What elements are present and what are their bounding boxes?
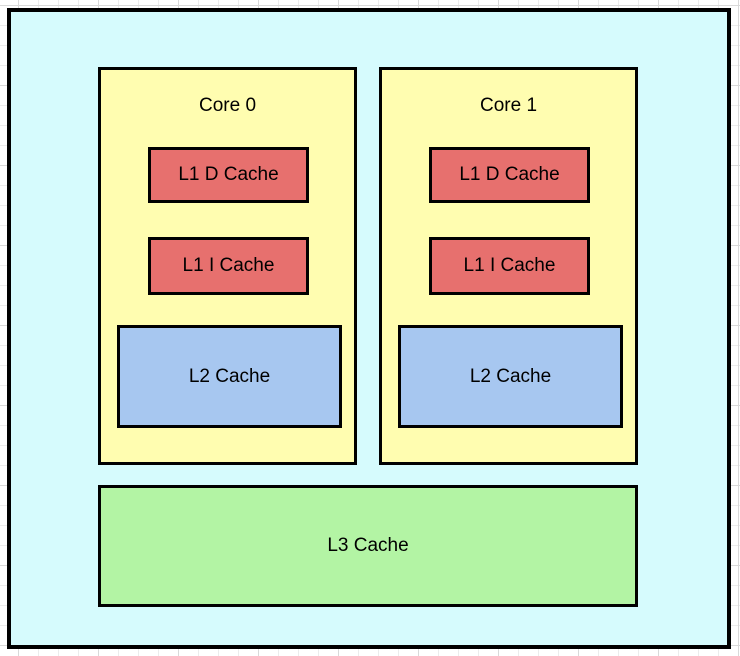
core-1-l1i-cache-label: L1 I Cache <box>463 255 556 276</box>
core-0-l2-cache-label: L2 Cache <box>188 365 271 387</box>
core-1-l2-cache-box[interactable]: L2 Cache <box>398 325 623 428</box>
core-1-l2-cache-label: L2 Cache <box>469 365 552 387</box>
core-0-l1d-cache-label: L1 D Cache <box>178 164 279 185</box>
core-0-l1d-cache-box[interactable]: L1 D Cache <box>148 147 309 203</box>
core-1-l1d-cache-label: L1 D Cache <box>459 164 560 185</box>
core-1-label: Core 1 <box>479 95 538 116</box>
core-box-0[interactable]: Core 0 L1 D Cache L1 I Cache L2 Cache <box>98 67 357 465</box>
core-0-l1i-cache-label: L1 I Cache <box>182 255 275 276</box>
core-0-l1i-cache-box[interactable]: L1 I Cache <box>148 237 309 295</box>
core-0-label: Core 0 <box>198 95 257 116</box>
l3-cache-label: L3 Cache <box>327 535 409 556</box>
l3-cache-box[interactable]: L3 Cache <box>98 485 638 607</box>
core-1-l1i-cache-box[interactable]: L1 I Cache <box>429 237 590 295</box>
core-1-l1d-cache-box[interactable]: L1 D Cache <box>429 147 590 203</box>
core-box-1[interactable]: Core 1 L1 D Cache L1 I Cache L2 Cache <box>379 67 638 465</box>
core-0-l2-cache-box[interactable]: L2 Cache <box>117 325 342 428</box>
chip-box[interactable]: Core 0 L1 D Cache L1 I Cache L2 Cache Co… <box>7 8 731 649</box>
